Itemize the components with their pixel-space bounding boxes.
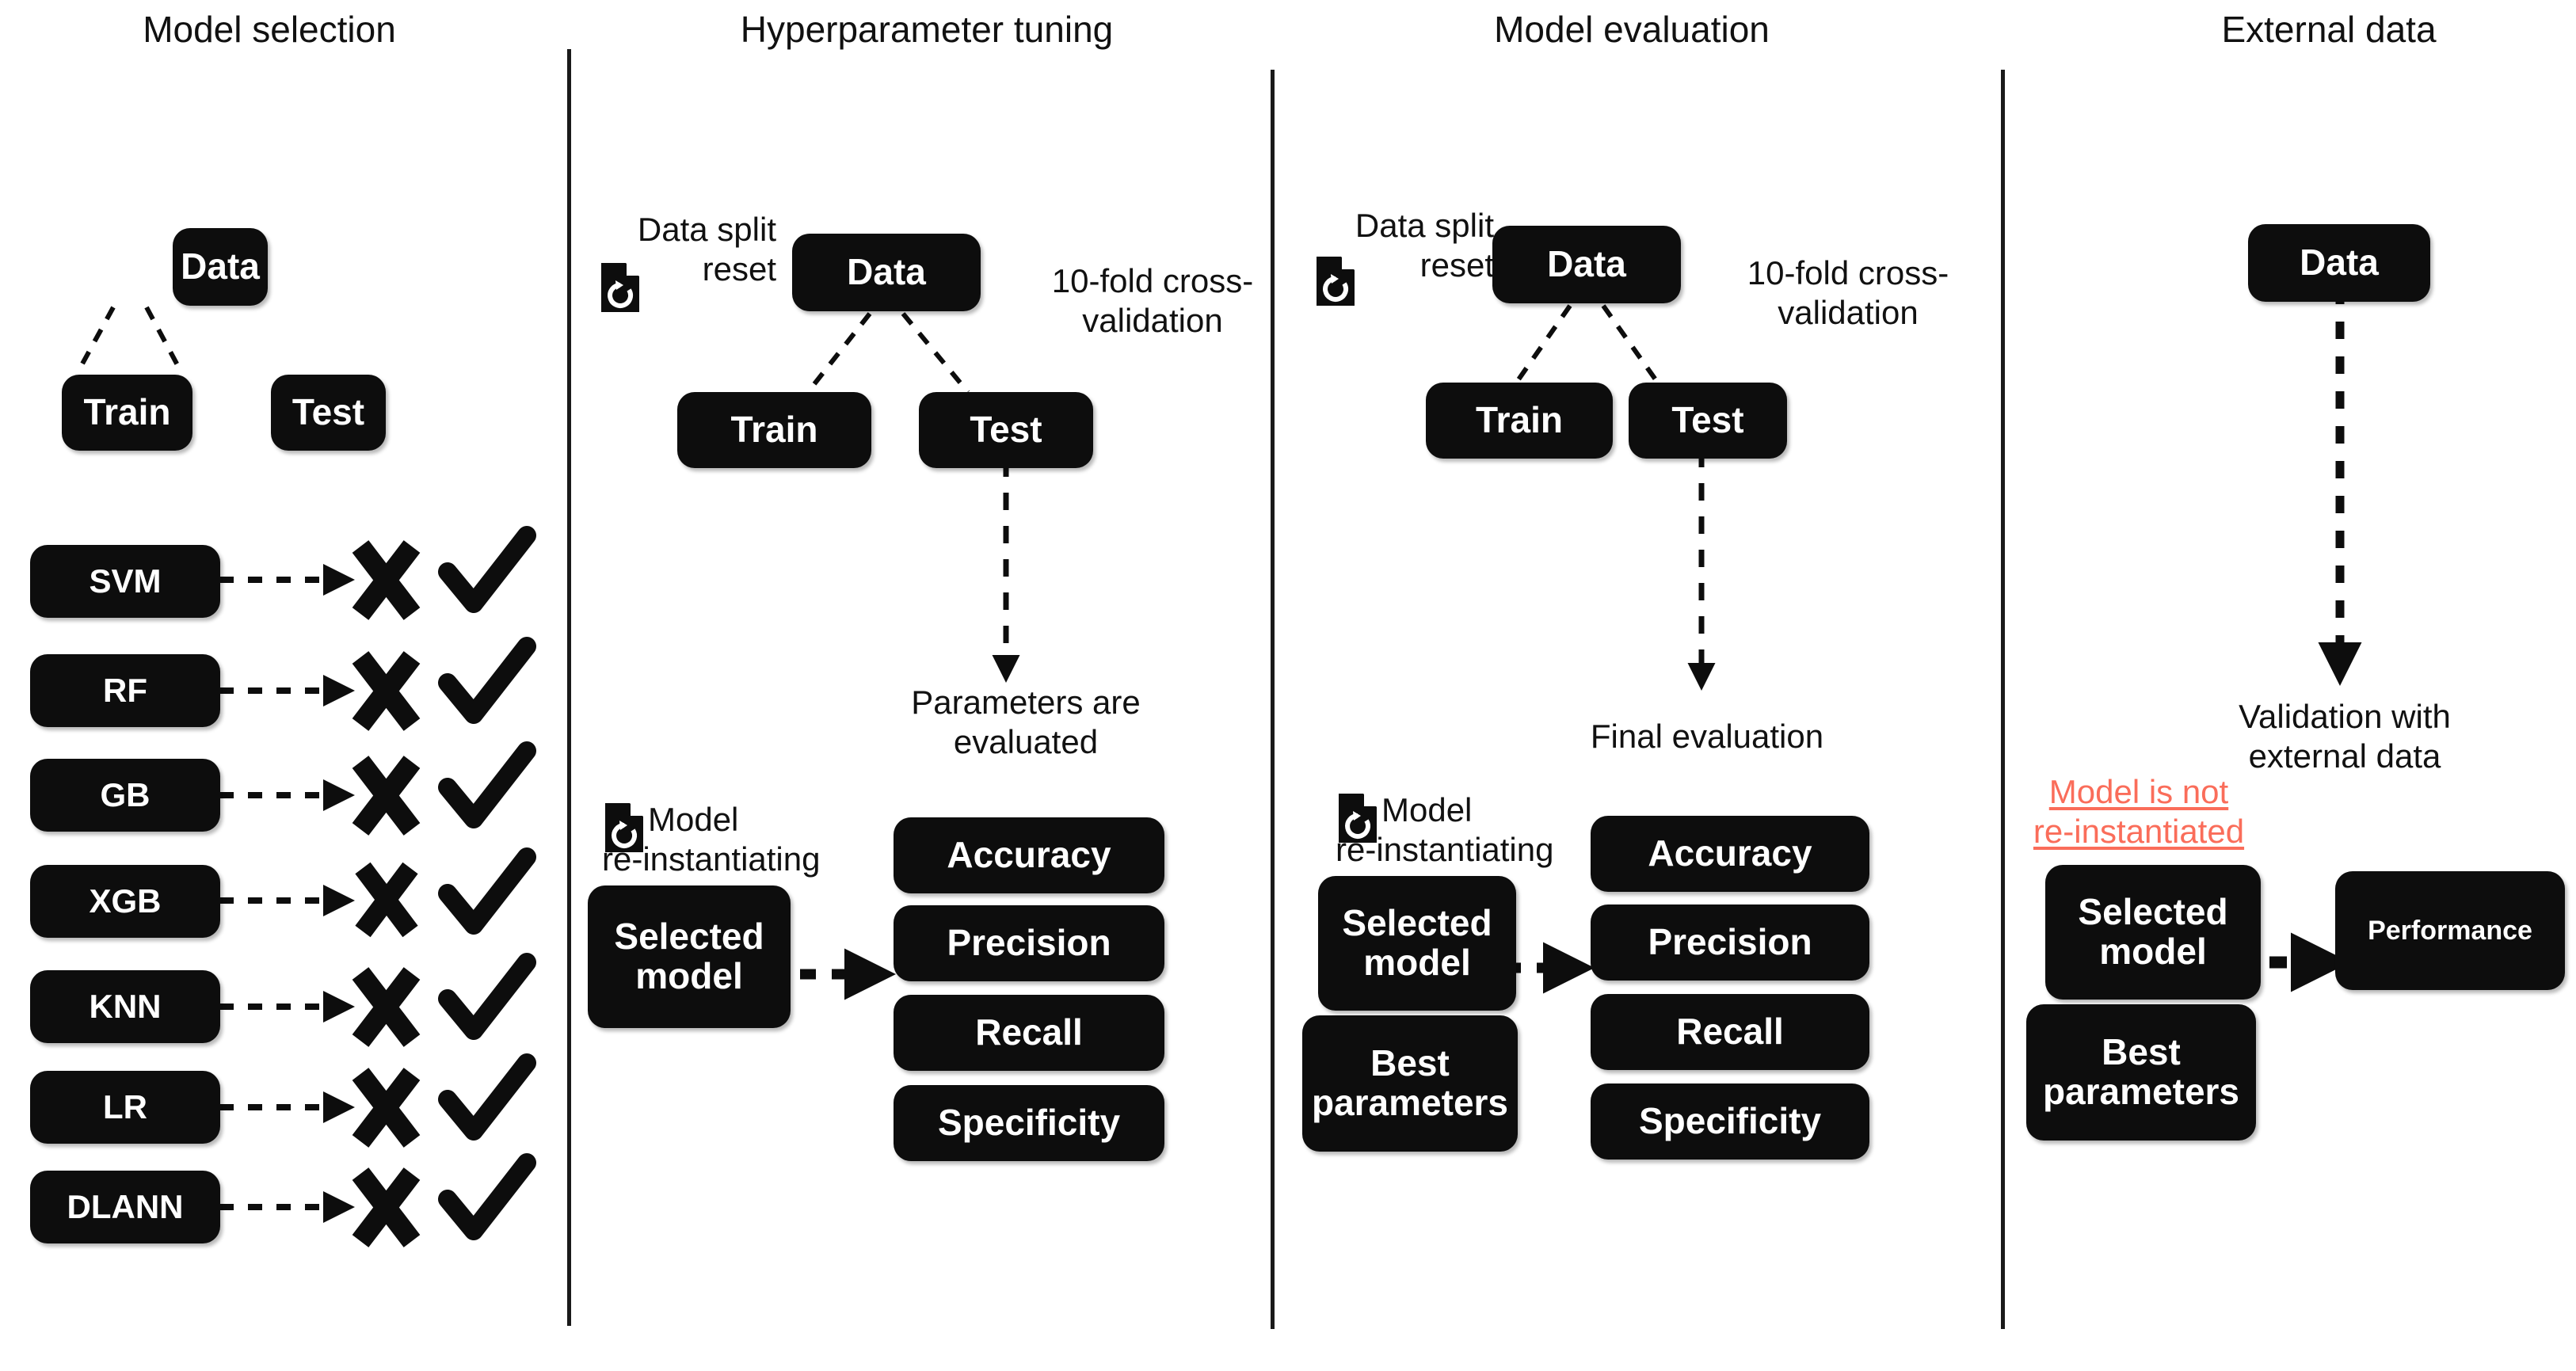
train-node-p1: Train <box>62 375 192 451</box>
validation-note-p4: Validation with external data <box>2239 698 2451 775</box>
document-reset-icon-p2 <box>601 263 639 312</box>
model-reinstantiating-note-p3: Model re-instantiating <box>1336 791 1554 868</box>
test-node-p2: Test <box>919 392 1093 468</box>
train-node-p3: Train <box>1426 383 1613 459</box>
model-node-knn: KNN <box>30 970 220 1043</box>
model-node-lr: LR <box>30 1071 220 1144</box>
performance-node-p4: Performance <box>2335 871 2565 990</box>
cv-note-p3: 10-fold cross- validation <box>1747 254 1949 331</box>
panel-divider-1 <box>567 49 571 1326</box>
data-node-p4: Data <box>2248 224 2430 302</box>
panel-divider-2 <box>1271 70 1275 1329</box>
selected-model-node-p4: Selected model <box>2045 865 2261 1000</box>
model-node-dlann: DLANN <box>30 1171 220 1243</box>
metric-node-accuracy-p3: Accuracy <box>1591 816 1869 892</box>
metric-node-accuracy-p2: Accuracy <box>894 817 1164 893</box>
model-node-xgb: XGB <box>30 865 220 938</box>
model-reinstantiating-note-p2: Model re-instantiating <box>602 801 821 878</box>
metric-node-specificity-p3: Specificity <box>1591 1083 1869 1160</box>
metric-node-specificity-p2: Specificity <box>894 1085 1164 1161</box>
panel-title-model-evaluation: Model evaluation <box>1494 9 1770 50</box>
model-not-reinstantiated-warning: Model is not re-instantiated <box>2033 773 2245 850</box>
document-reset-icon-p3 <box>1317 257 1355 306</box>
panel-title-external-data: External data <box>2221 9 2437 50</box>
selected-model-node-p2: Selected model <box>588 885 791 1028</box>
panel-title-hyperparameter-tuning: Hyperparameter tuning <box>740 9 1114 50</box>
model-node-rf: RF <box>30 654 220 727</box>
panel-divider-3 <box>2001 70 2005 1329</box>
final-evaluation-note-p3: Final evaluation <box>1590 718 1824 755</box>
train-node-p2: Train <box>677 392 871 468</box>
data-node-p2: Data <box>792 234 981 311</box>
metric-node-recall-p3: Recall <box>1591 994 1869 1070</box>
test-node-p1: Test <box>271 375 386 451</box>
metric-node-precision-p3: Precision <box>1591 904 1869 981</box>
best-parameters-node-p4: Best parameters <box>2026 1004 2256 1141</box>
data-split-reset-label-p3: Data split reset <box>1355 207 1494 284</box>
selected-model-node-p3: Selected model <box>1318 876 1516 1011</box>
model-node-svm: SVM <box>30 545 220 618</box>
metric-node-recall-p2: Recall <box>894 995 1164 1071</box>
data-split-reset-label-p2: Data split reset <box>637 211 776 288</box>
test-node-p3: Test <box>1629 383 1787 459</box>
document-reset-icon-model-p2 <box>605 803 643 852</box>
best-parameters-node-p3: Best parameters <box>1302 1015 1518 1152</box>
data-node-p3: Data <box>1492 226 1681 303</box>
document-reset-icon-model-p3 <box>1339 794 1377 843</box>
metric-node-precision-p2: Precision <box>894 905 1164 981</box>
data-node-p1: Data <box>173 228 268 306</box>
panel-title-model-selection: Model selection <box>143 9 396 50</box>
cv-note-p2: 10-fold cross- validation <box>1051 262 1254 339</box>
parameters-evaluated-note-p2: Parameters are evaluated <box>911 684 1141 760</box>
model-node-gb: GB <box>30 759 220 832</box>
